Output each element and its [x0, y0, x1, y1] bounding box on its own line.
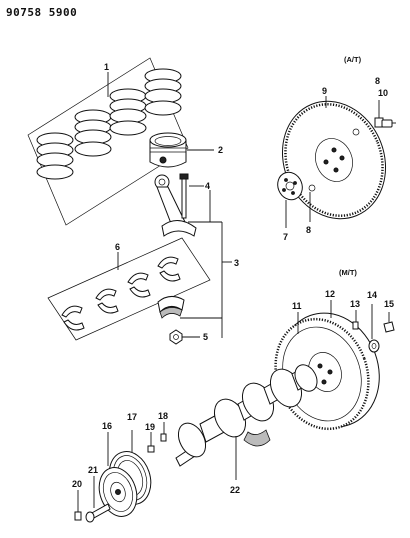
bearing-pair-3 [127, 272, 151, 298]
callout-12: 12 [325, 289, 335, 299]
callout-11: 11 [292, 301, 302, 311]
bearing-pair-2 [95, 288, 119, 314]
callout-13: 13 [350, 299, 360, 309]
key-washer [147, 422, 167, 453]
bearing-pair-1 [61, 305, 85, 331]
callout-10: 10 [378, 88, 388, 98]
crankshaft [175, 364, 318, 480]
callout-6: 6 [115, 242, 120, 252]
callout-9: 9 [322, 86, 327, 96]
section-label-at: (A/T) [344, 55, 362, 64]
ring-stack-2 [74, 109, 112, 157]
callout-1: 1 [104, 62, 109, 72]
diagram-code: 90758 5900 [6, 6, 78, 19]
callout-20: 20 [72, 479, 82, 489]
section-label-mt: (M/T) [339, 268, 357, 277]
bearing-set [47, 237, 211, 341]
at-bolts [309, 100, 396, 222]
callout-22: 22 [230, 485, 240, 495]
bearing-pair-4 [157, 256, 181, 282]
ring-stack-3 [109, 88, 147, 136]
adapter-plate [277, 171, 303, 228]
callout-3: 3 [234, 258, 239, 268]
callout-21: 21 [88, 465, 98, 475]
connecting-rod [154, 173, 204, 237]
callout-15: 15 [384, 299, 394, 309]
rod-bearing-cap [157, 296, 185, 319]
crank-pulley [98, 430, 152, 517]
bracket-3 [180, 190, 232, 338]
callout-18: 18 [158, 411, 168, 421]
callout-17: 17 [127, 412, 137, 422]
ring-set-panel [27, 57, 189, 226]
callout-14: 14 [367, 290, 377, 300]
rod-nut [169, 329, 200, 345]
callout-2: 2 [218, 145, 223, 155]
callout-19: 19 [145, 422, 155, 432]
callout-7: 7 [283, 232, 288, 242]
callout-5: 5 [203, 332, 208, 342]
piston [149, 132, 214, 168]
pulley-bolts [74, 476, 111, 523]
callout-8-upper: 8 [375, 76, 380, 86]
mt-small-parts [352, 304, 395, 353]
callout-4: 4 [205, 181, 210, 191]
piston-ring-set [27, 57, 189, 226]
ring-stack-1 [36, 132, 74, 180]
callout-8-lower: 8 [306, 225, 311, 235]
ring-stack-4 [144, 68, 182, 116]
callout-16: 16 [102, 421, 112, 431]
